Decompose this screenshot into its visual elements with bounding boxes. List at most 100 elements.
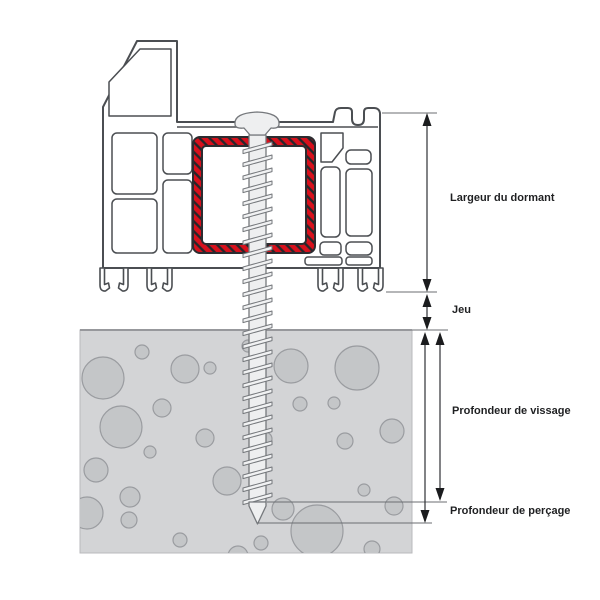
screw-thread — [242, 154, 273, 168]
aggregate-circle — [172, 532, 188, 548]
screw-thread — [242, 466, 273, 480]
aggregate-circle — [203, 361, 217, 375]
aggregate-circle — [170, 354, 200, 384]
aggregate-circle — [357, 483, 371, 497]
screw-thread — [242, 479, 273, 493]
aggregate-circle — [119, 486, 141, 508]
dimension-gap: Jeu — [422, 294, 471, 330]
screw-thread — [242, 440, 273, 454]
aggregate-circle — [143, 445, 157, 459]
window-frame-profile — [99, 40, 384, 292]
arrow-up-icon — [420, 332, 430, 345]
frame-feet-group — [99, 267, 384, 292]
aggregate-circle — [271, 497, 295, 521]
arrow-down-icon — [422, 279, 432, 292]
screw-thread — [242, 193, 273, 207]
frame-cell — [111, 198, 158, 254]
aggregate-circle — [152, 398, 172, 418]
screw-thread — [242, 232, 273, 246]
screw-thread — [242, 141, 273, 155]
aggregate-circle — [379, 418, 405, 444]
aggregate-circle — [212, 466, 242, 496]
frame-cell — [111, 132, 158, 195]
frame-cell — [162, 179, 193, 254]
screw-thread — [242, 310, 273, 324]
aggregate-circle — [363, 540, 381, 553]
label-drilling-depth: Profondeur de perçage — [450, 505, 570, 517]
aggregate-circle — [384, 496, 404, 516]
screw-thread — [242, 219, 273, 233]
aggregate-circle — [253, 535, 269, 551]
frame-foot — [372, 267, 384, 292]
frame-cell — [345, 149, 372, 165]
label-gap: Jeu — [452, 304, 471, 316]
frame-cell — [320, 166, 341, 238]
frame-cell — [319, 241, 342, 256]
aggregate-circle — [227, 545, 249, 553]
frame-foot — [317, 267, 329, 292]
aggregate-circle — [134, 344, 150, 360]
screw-thread — [242, 258, 273, 272]
arrow-up-icon — [435, 332, 445, 345]
frame-cell — [345, 256, 373, 266]
screw-thread — [242, 180, 273, 194]
dimension-screwing-depth: Profondeur de vissage — [435, 332, 571, 501]
label-frame-width: Largeur du dormant — [450, 192, 555, 204]
aggregate-circle — [83, 457, 109, 483]
screw-thread — [242, 297, 273, 311]
dimension-drilling-depth: Profondeur de perçage — [420, 332, 570, 523]
screw-thread — [242, 271, 273, 285]
label-screwing-depth: Profondeur de vissage — [452, 405, 571, 417]
concrete-block — [79, 329, 413, 554]
frame-cell — [345, 168, 373, 237]
screw-tip — [248, 501, 267, 525]
aggregate-circle — [80, 496, 104, 530]
screw-thread — [242, 245, 273, 259]
dimension-frame-width: Largeur du dormant — [422, 113, 555, 292]
screw-thread — [242, 284, 273, 298]
aggregate-circle — [336, 432, 354, 450]
screw-thread — [242, 323, 273, 337]
frame-cell — [345, 241, 373, 256]
screw-thread — [242, 336, 273, 350]
arrow-down-icon — [435, 488, 445, 501]
screw-thread — [242, 375, 273, 389]
screw-head — [234, 111, 280, 136]
aggregate-circle — [292, 396, 308, 412]
aggregate-circle — [99, 405, 143, 449]
frame-cell — [162, 132, 193, 175]
aggregate-circle — [273, 348, 309, 384]
screw-thread — [242, 349, 273, 363]
screw-thread — [242, 453, 273, 467]
screw-thread — [242, 362, 273, 376]
frame-foot — [117, 267, 129, 292]
arrow-up-icon — [422, 113, 432, 126]
aggregate-circle — [290, 504, 344, 553]
aggregate-circle — [120, 511, 138, 529]
arrow-up-icon — [422, 294, 432, 307]
dimensions: Largeur du dormant Jeu Profondeur de vis… — [258, 112, 571, 524]
screw — [234, 111, 280, 525]
frame-foot — [146, 267, 158, 292]
aggregate-circle — [327, 396, 341, 410]
aggregate-circle — [195, 428, 215, 448]
frame-cell — [304, 256, 343, 266]
frame-foot — [161, 267, 173, 292]
frame-foot — [99, 267, 111, 292]
screw-thread — [242, 167, 273, 181]
frame-cell-upstand — [108, 48, 172, 117]
frame-foot — [332, 267, 344, 292]
frame-foot — [357, 267, 369, 292]
screw-thread — [242, 414, 273, 428]
aggregate-circle — [81, 356, 125, 400]
screw-threads-group — [242, 141, 273, 506]
screw-thread — [242, 388, 273, 402]
aggregate-circle — [334, 345, 380, 391]
arrow-down-icon — [420, 510, 430, 523]
arrow-down-icon — [422, 317, 432, 330]
screw-thread — [242, 427, 273, 441]
screw-thread — [242, 206, 273, 220]
frame-cell — [320, 132, 344, 163]
